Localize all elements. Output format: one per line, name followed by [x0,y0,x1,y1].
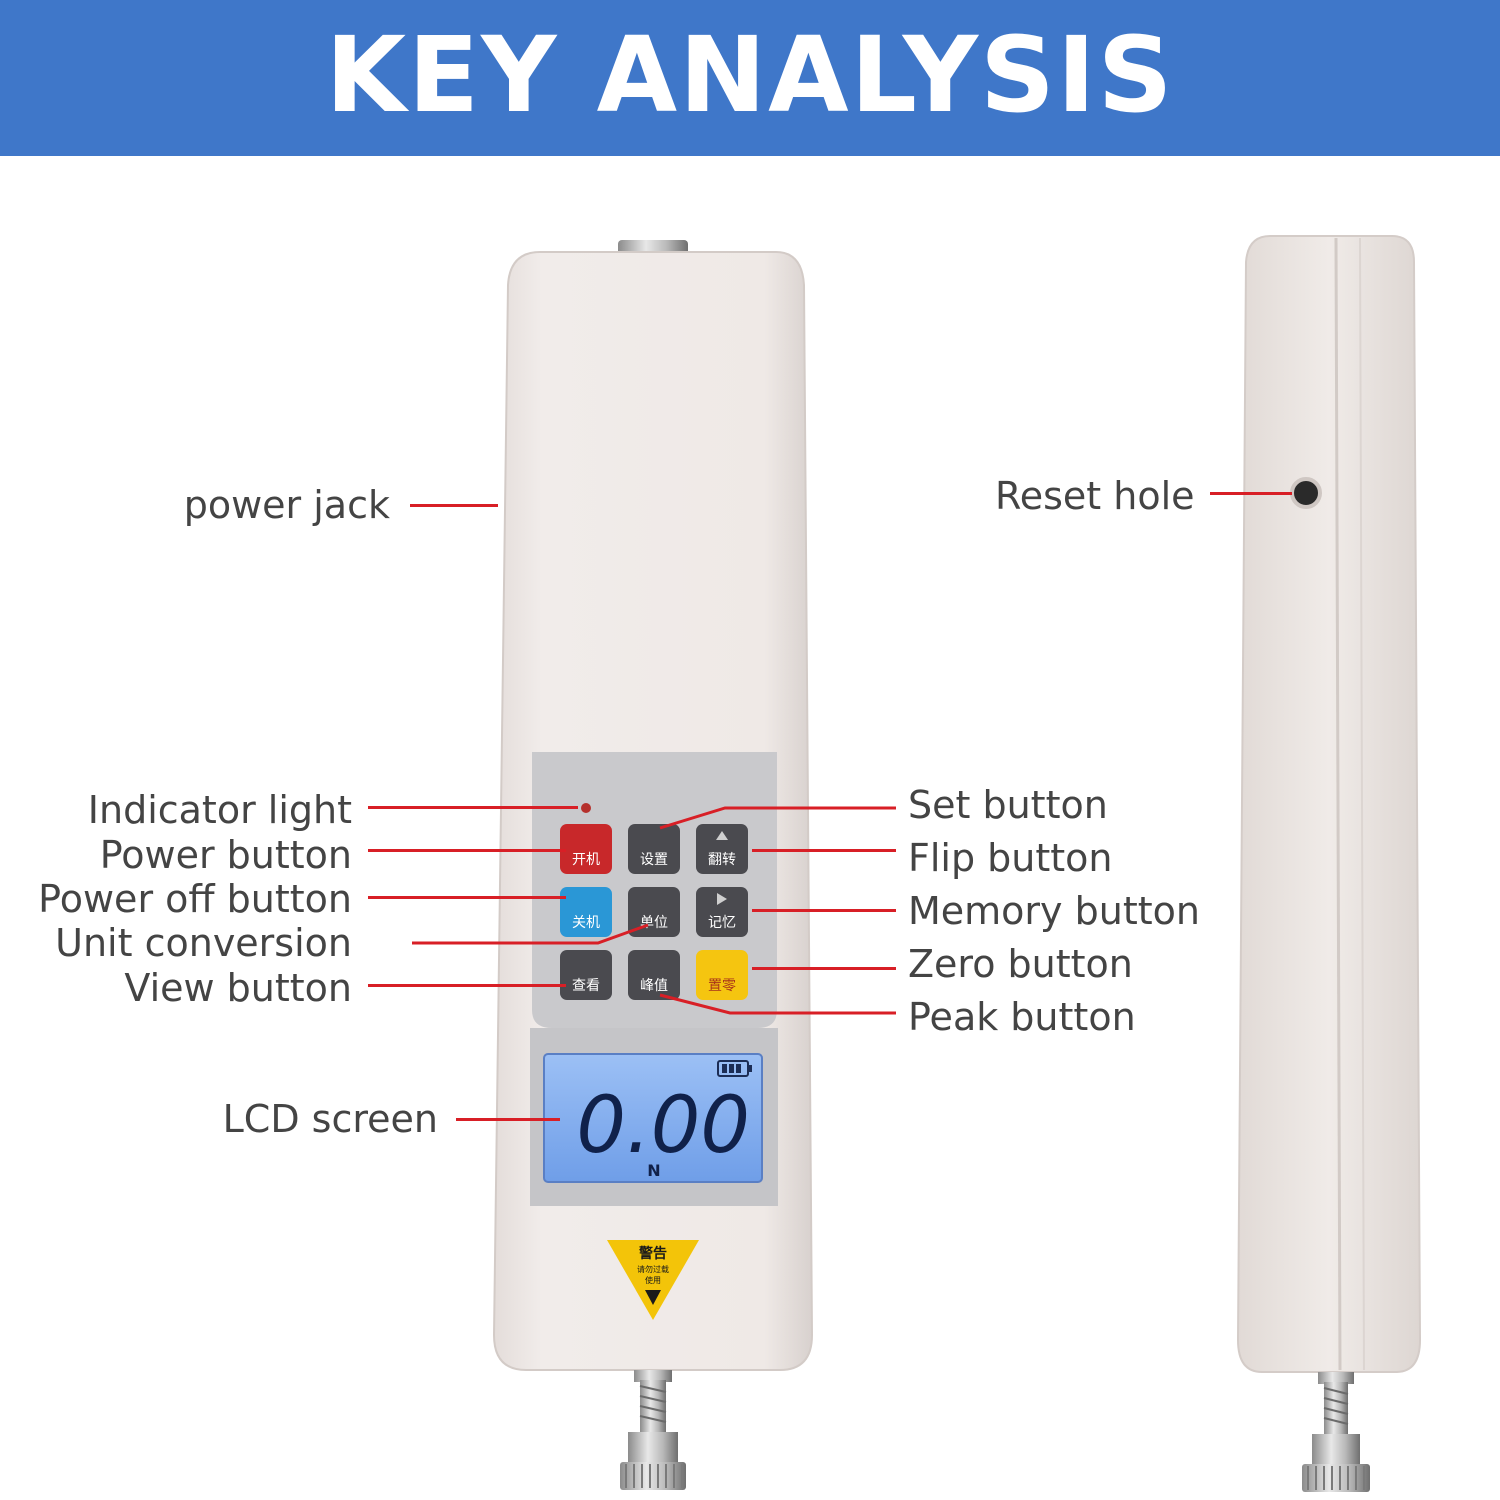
callout-zero-button: Zero button [908,942,1133,986]
callout-power-jack: power jack [183,483,390,527]
leader-indicator-light [368,806,578,809]
warning-text-1: 请勿过载 [637,1264,669,1274]
callout-reset-hole: Reset hole [995,474,1195,518]
warning-title: 警告 [639,1245,667,1262]
leader-reset-hole [1210,492,1292,495]
lcd-unit: N [647,1161,660,1180]
callout-unit-conversion: Unit conversion [55,921,352,965]
title-banner: KEY ANALYSIS [0,0,1500,156]
flip-key-label: 翻转 [708,852,736,868]
battery-icon [717,1060,752,1077]
zero-key[interactable]: 置零 [696,950,748,1000]
flip-key[interactable]: 翻转 [696,824,748,874]
leader-power-off-button [368,896,566,899]
banner-title: KEY ANALYSIS [325,14,1175,136]
callout-flip-button: Flip button [908,836,1113,880]
view-key-label: 查看 [572,978,600,994]
zero-key-label: 置零 [708,978,736,994]
callout-peak-button: Peak button [908,995,1136,1039]
callout-view-button: View button [124,966,352,1010]
peak-key-label: 峰值 [640,978,668,994]
leader-view-button [368,984,566,987]
callout-memory-button: Memory button [908,889,1200,933]
unit-key[interactable]: 单位 [628,887,680,937]
set-key-label: 设置 [640,852,668,868]
memory-key-label: 记忆 [708,915,736,931]
warning-label: 警告 请勿过载 使用 [607,1240,699,1320]
set-key[interactable]: 设置 [628,824,680,874]
leader-power-jack [410,504,498,507]
bottom-screw-front [620,1370,686,1490]
peak-leader-diagonal [659,993,896,1015]
reset-hole[interactable] [1290,477,1322,509]
view-key[interactable]: 查看 [560,950,612,1000]
callout-power-off-button: Power off button [38,877,352,921]
set-leader-diagonal [659,806,896,830]
bottom-screw-side [1302,1372,1370,1492]
callout-power-button: Power button [99,833,352,877]
lcd-screen: 0.00 N [543,1053,763,1183]
callout-set-button: Set button [908,783,1108,827]
leader-zero-button [752,967,896,970]
gauge-body-side [1236,235,1422,1373]
power-off-key-label: 关机 [572,915,600,931]
memory-key[interactable]: 记忆 [696,887,748,937]
warning-down-arrow-icon [645,1290,661,1305]
play-arrow-icon [717,893,727,905]
unit-key-label: 单位 [640,915,668,931]
callout-indicator-light: Indicator light [87,788,352,832]
callout-lcd-screen: LCD screen [222,1097,438,1141]
leader-lcd-screen [456,1118,560,1121]
power-on-key-label: 开机 [572,852,600,868]
power-on-key[interactable]: 开机 [560,824,612,874]
warning-text-2: 使用 [645,1275,661,1285]
unit-leader-diagonal [412,923,649,945]
up-arrow-icon [716,831,728,840]
leader-flip-button [752,849,896,852]
leader-power-button [368,849,566,852]
leader-memory-button [752,909,896,912]
indicator-light [581,803,591,813]
lcd-reading: 0.00 [576,1081,750,1171]
power-off-key[interactable]: 关机 [560,887,612,937]
peak-key[interactable]: 峰值 [628,950,680,1000]
